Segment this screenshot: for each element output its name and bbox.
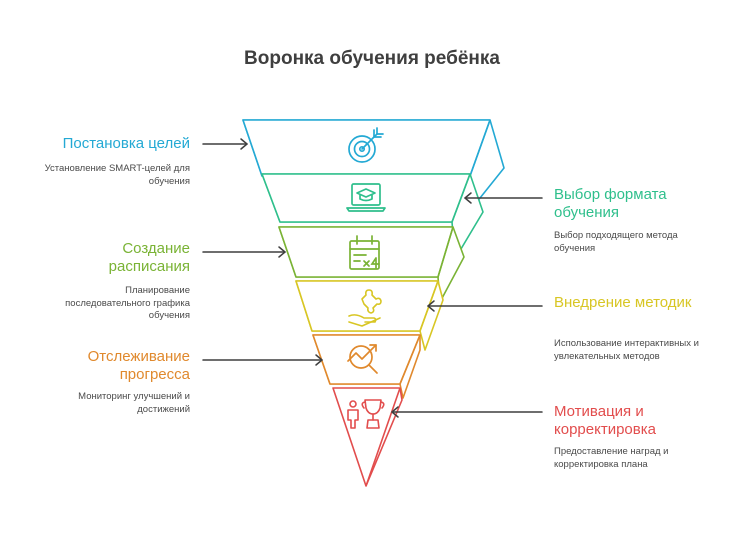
stage-label-motivation: Мотивация и корректировка — [554, 403, 656, 438]
trophy-person-icon — [347, 399, 385, 429]
stage-description-progress: Мониторинг улучшений и достижений — [78, 391, 190, 415]
stage-label-progress: Отслеживание прогресса — [87, 348, 190, 383]
laptop-graduation-icon — [346, 183, 386, 212]
arrow-format — [464, 192, 543, 204]
stage-label-format: Выбор формата обучения — [554, 186, 667, 221]
stage-description-format: Выбор подходящего метода обучения — [554, 230, 678, 254]
arrow-progress — [202, 354, 323, 366]
stage-description-methods: Использование интерактивных и увлекатель… — [554, 338, 699, 362]
funnel-stage-motivation — [332, 387, 403, 487]
stage-label-methods: Внедрение методик — [554, 294, 692, 311]
arrow-methods — [427, 300, 543, 312]
puzzle-hand-icon — [348, 289, 382, 327]
stage-description-schedule: Планирование последовательного графика о… — [65, 285, 190, 321]
stage-label-schedule: Создание расписания — [108, 240, 190, 275]
arrow-goals — [202, 138, 248, 150]
page-title: Воронка обучения ребёнка — [244, 48, 500, 69]
stage-description-goals: Установление SMART-целей для обучения — [44, 163, 190, 187]
funnel-stage-goals — [242, 119, 505, 209]
stage-label-goals: Постановка целей — [62, 135, 190, 152]
target-icon — [348, 127, 384, 163]
progress-search-icon — [347, 344, 378, 374]
arrow-motivation — [391, 406, 543, 418]
calendar-icon — [349, 235, 380, 270]
funnel-stage-format — [261, 173, 484, 260]
arrow-schedule — [202, 246, 286, 258]
stage-description-motivation: Предоставление наград и корректировка пл… — [554, 446, 669, 470]
